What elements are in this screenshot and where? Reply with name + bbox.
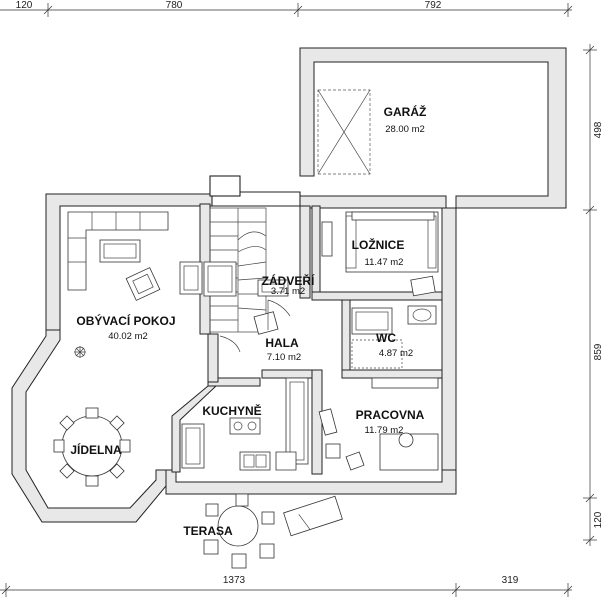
room-name-loznice: LOŽNICE [352, 237, 405, 252]
room-name-hala: HALA [265, 336, 299, 350]
dimension-right-1: 498 [593, 121, 604, 138]
dimension-top: 120 780 792 [0, 0, 573, 17]
dimension-top-2: 780 [166, 0, 183, 11]
room-name-obyvaci: OBÝVACÍ POKOJ [76, 313, 175, 328]
room-area-loznice: 11.47 m2 [365, 257, 404, 268]
room-name-garaz: GARÁŽ [384, 104, 427, 119]
study-furniture [318, 377, 439, 471]
dimension-bottom-1: 1373 [223, 575, 246, 586]
staircase [179, 207, 267, 333]
room-labels: GARÁŽ 28.00 m2 LOŽNICE 11.47 m2 ZÁDVEŘÍ … [70, 104, 426, 538]
hall-furniture [219, 279, 291, 353]
dimension-top-1: 120 [16, 0, 33, 11]
room-name-zadveri: ZÁDVEŘÍ [262, 273, 315, 288]
dining-furniture [53, 407, 131, 487]
interior-walls [171, 203, 443, 475]
dimension-bottom: 1373 319 [0, 575, 573, 597]
room-name-wc: WC [376, 331, 396, 345]
kitchen-furniture [181, 377, 309, 471]
room-area-pracovna: 11.79 m2 [365, 425, 404, 436]
room-area-zadveri: 3.71 m2 [271, 286, 305, 297]
dimension-right: 498 859 120 [583, 44, 604, 546]
terrace-furniture [203, 493, 343, 569]
dimension-top-3: 792 [425, 0, 442, 11]
living-room-furniture [67, 211, 169, 358]
room-name-pracovna: PRACOVNA [356, 408, 425, 422]
room-name-kuchyne: KUCHYNĚ [202, 403, 261, 418]
room-area-obyvaci: 40.02 m2 [108, 331, 148, 342]
house-outer-walls [11, 175, 457, 523]
room-name-terasa: TERASA [183, 524, 233, 538]
room-area-garaz: 28.00 m2 [385, 124, 425, 135]
room-area-hala: 7.10 m2 [267, 352, 301, 363]
bedroom-furniture [321, 211, 439, 297]
dimension-bottom-2: 319 [502, 575, 519, 586]
dimension-right-3: 120 [593, 511, 604, 528]
dimension-right-2: 859 [593, 343, 604, 360]
room-name-jidelna: JÍDELNA [70, 442, 122, 457]
wc-fixtures [351, 305, 437, 369]
garage-walls [299, 47, 567, 209]
room-area-wc: 4.87 m2 [379, 348, 413, 359]
